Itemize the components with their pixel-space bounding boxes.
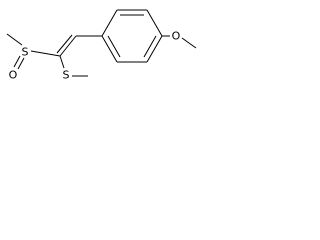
ring-double-bond-inner: [143, 35, 157, 58]
vinyl-linker: [56, 34, 102, 57]
methylthio-group: S: [59, 55, 88, 82]
ring-bond: [101, 35, 118, 63]
methoxy-group: O: [162, 30, 197, 49]
sulfur-oxygen-double-bond: [13, 55, 21, 68]
vinyl-to-sulfoxide-bond: [30, 50, 61, 57]
sulfur-to-methyl-bond: [6, 33, 23, 46]
benzene-ring: [101, 9, 163, 63]
ring-bond: [101, 9, 118, 37]
methylsulfinyl-group: S O: [6, 33, 61, 82]
ring-double-bond-inner: [107, 35, 121, 58]
sulfoxide-oxygen-label: O: [9, 69, 18, 82]
vinyl-double-bond-second-line: [56, 34, 73, 54]
oxygen-to-methyl-bond: [181, 37, 197, 49]
thioether-sulfur-label: S: [63, 69, 70, 82]
chemical-structure-diagram: O S O S: [6, 9, 197, 82]
vinyl-to-thioether-bond: [59, 55, 65, 69]
methoxy-oxygen-label: O: [172, 30, 181, 43]
sulfoxide-sulfur-label: S: [22, 46, 29, 59]
ring-bond: [146, 35, 163, 63]
vinyl-double-bond: [59, 35, 77, 57]
sulfur-oxygen-double-bond-second-line: [17, 57, 25, 70]
ring-bond: [146, 9, 163, 37]
